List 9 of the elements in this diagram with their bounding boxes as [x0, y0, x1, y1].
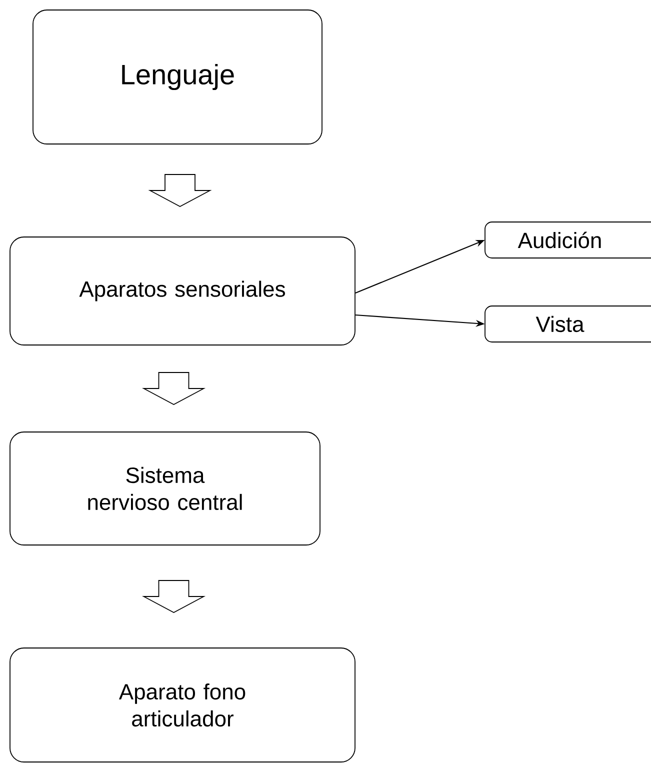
- block-arrow: [142, 580, 206, 614]
- block-arrow: [142, 372, 206, 406]
- process-box: Lenguaje: [32, 10, 322, 144]
- process-box: Audición: [484, 222, 651, 258]
- block-arrow: [148, 174, 212, 207]
- process-box: Aparatos sensoriales: [10, 236, 356, 346]
- process-box: Aparato fono articulador: [10, 648, 356, 762]
- process-box: Sistema nervioso central: [10, 432, 320, 546]
- process-box: Vista: [484, 306, 651, 342]
